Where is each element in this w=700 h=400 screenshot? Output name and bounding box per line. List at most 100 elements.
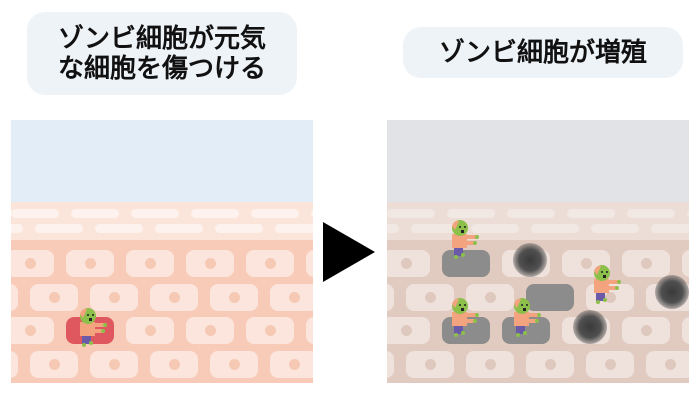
cell-nucleus <box>229 292 240 303</box>
skin-flake <box>687 209 689 218</box>
zombie-icon <box>587 265 621 305</box>
cell-nucleus <box>545 359 556 370</box>
skin-flake <box>387 224 399 233</box>
healthy-cell <box>387 351 394 378</box>
healthy-cell <box>526 351 574 378</box>
cell-nucleus <box>169 359 180 370</box>
aged-tissue-panel <box>387 120 689 383</box>
skin-flake <box>627 209 675 218</box>
zombie-icon <box>445 298 479 338</box>
cell-nucleus <box>205 258 216 269</box>
healthy-cell <box>150 351 198 378</box>
cell-nucleus <box>485 359 496 370</box>
healthy-cell <box>90 351 138 378</box>
cell-nucleus <box>401 258 412 269</box>
healthy-cell <box>387 250 430 277</box>
healthy-cell <box>646 351 689 378</box>
skin-flake <box>191 209 239 218</box>
healthy-cell <box>466 351 514 378</box>
cell-nucleus <box>205 325 216 336</box>
skin-flake <box>275 224 313 233</box>
cell-nucleus <box>289 292 300 303</box>
skin-flake <box>507 209 555 218</box>
healthy-cell <box>387 317 430 344</box>
skin-flake <box>591 224 639 233</box>
healthy-cell <box>466 284 514 311</box>
cell-nucleus <box>85 258 96 269</box>
sky-area <box>11 120 313 202</box>
healthy-cell <box>406 284 454 311</box>
zombie-cell <box>442 250 490 277</box>
healthy-cell <box>270 284 313 311</box>
skin-flake <box>215 224 263 233</box>
healthy-cell <box>90 284 138 311</box>
cell-nucleus <box>229 359 240 370</box>
cell-nucleus <box>425 359 436 370</box>
left-caption-line2: な細胞を傷つける <box>57 53 266 84</box>
healthy-cell <box>682 317 689 344</box>
right-caption-text: ゾンビ細胞が増殖 <box>438 37 647 68</box>
cell-nucleus <box>109 359 120 370</box>
dead-cell-smudge <box>655 275 689 309</box>
healthy-tissue-panel <box>11 120 313 383</box>
dead-cell-smudge <box>513 243 547 277</box>
skin-flake <box>35 224 83 233</box>
cell-nucleus <box>485 292 496 303</box>
healthy-cell <box>66 250 114 277</box>
skin-flake <box>251 209 299 218</box>
cell-nucleus <box>265 258 276 269</box>
skin-flake <box>71 209 119 218</box>
skin-flake <box>131 209 179 218</box>
cell-nucleus <box>665 359 676 370</box>
healthy-cell <box>126 317 174 344</box>
cell-nucleus <box>25 258 36 269</box>
healthy-cell <box>682 250 689 277</box>
cell-nucleus <box>289 359 300 370</box>
cell-nucleus <box>641 258 652 269</box>
left-caption-line1: ゾンビ細胞が元気 <box>57 23 266 54</box>
outer-skin-layer <box>11 202 313 240</box>
skin-flake <box>95 224 143 233</box>
skin-flake <box>447 209 495 218</box>
zombie-icon <box>507 298 541 338</box>
right-caption: ゾンビ細胞が増殖 <box>403 27 683 78</box>
skin-flake <box>311 209 313 218</box>
skin-flake <box>531 224 579 233</box>
skin-flake <box>651 224 689 233</box>
zombie-icon <box>73 308 107 348</box>
outer-skin-layer <box>387 202 689 240</box>
skin-flake <box>155 224 203 233</box>
healthy-cell <box>30 284 78 311</box>
cell-nucleus <box>145 325 156 336</box>
healthy-cell <box>11 284 18 311</box>
cell-tissue <box>387 240 689 383</box>
healthy-cell <box>306 317 313 344</box>
cell-nucleus <box>605 292 616 303</box>
skin-flake <box>411 224 459 233</box>
healthy-cell <box>622 317 670 344</box>
cell-tissue <box>11 240 313 383</box>
cell-nucleus <box>581 258 592 269</box>
healthy-cell <box>622 250 670 277</box>
healthy-cell <box>210 284 258 311</box>
healthy-cell <box>11 317 54 344</box>
healthy-cell <box>246 250 294 277</box>
healthy-cell <box>186 250 234 277</box>
cell-nucleus <box>49 292 60 303</box>
skin-flake <box>387 209 435 218</box>
healthy-cell <box>246 317 294 344</box>
healthy-cell <box>387 284 394 311</box>
healthy-cell <box>306 250 313 277</box>
healthy-cell <box>126 250 174 277</box>
healthy-cell <box>406 351 454 378</box>
healthy-cell <box>11 351 18 378</box>
cell-nucleus <box>145 258 156 269</box>
healthy-cell <box>210 351 258 378</box>
sky-area <box>387 120 689 202</box>
skin-flake <box>11 224 23 233</box>
healthy-cell <box>586 351 634 378</box>
arrow-right-icon <box>323 222 375 282</box>
dead-cell-smudge <box>573 310 607 344</box>
skin-flake <box>11 209 59 218</box>
cell-nucleus <box>605 359 616 370</box>
